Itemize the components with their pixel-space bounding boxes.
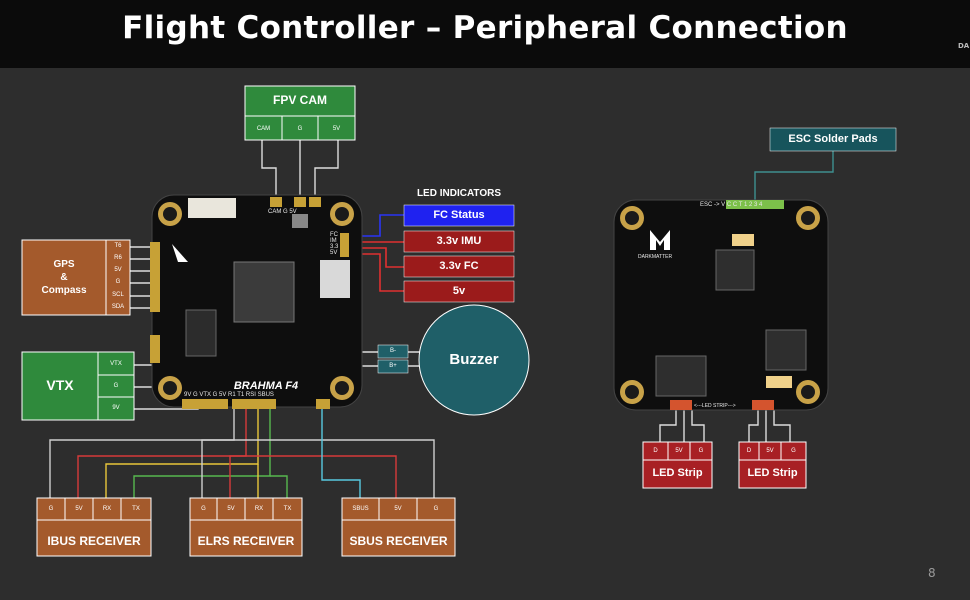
board-top-row: CAM G 5V	[268, 209, 297, 215]
buzzer-pin: B-	[390, 348, 396, 354]
elrs-receiver-label: ELRS RECEIVER	[197, 534, 295, 548]
fpv-cam-pin: 5V	[332, 126, 341, 132]
gps-pin: SDA	[111, 304, 125, 310]
elrs-pin: TX	[283, 506, 292, 512]
gps-label-line: Compass	[41, 285, 87, 296]
buzzer-pin: B+	[389, 363, 397, 369]
sbus-pin: SBUS	[352, 506, 369, 512]
fc-side-marking: 3.3	[330, 244, 339, 250]
vtx-pin: VTX	[110, 361, 122, 367]
elrs-pin: 5V	[227, 506, 235, 512]
vtx-pin: 9V	[112, 405, 120, 411]
esc-solder-pads-label: ESC Solder Pads	[788, 133, 878, 145]
gps-pin: R6	[114, 255, 122, 261]
led-indicators-heading: LED INDICATORS	[416, 188, 502, 199]
elrs-pin: G	[201, 506, 206, 512]
gps-pin: T6	[114, 243, 122, 249]
led-strip-marking: <---LED STRIP--->	[694, 403, 736, 409]
brand-marking: BRAHMA F4	[233, 380, 299, 392]
title-bar	[0, 0, 970, 68]
gps-pin: SCL	[112, 292, 124, 298]
sbus-receiver-label: SBUS RECEIVER	[349, 534, 448, 548]
led-indicator-fc-status: FC Status	[433, 209, 485, 221]
vtx-label: VTX	[46, 377, 74, 393]
corner-mark: DA	[958, 42, 970, 50]
cam-5v-wire	[314, 140, 339, 197]
led-strip-pin: 5V	[675, 448, 683, 454]
led-indicator-fc: 3.3v FC	[439, 260, 479, 272]
ibus-pin: G	[48, 506, 54, 512]
gps-wires	[130, 246, 152, 309]
ibus-pin: 5V	[75, 506, 83, 512]
buzzer-label: Buzzer	[449, 351, 499, 368]
led-strip-pin: G	[698, 448, 704, 454]
esc-row-marking: ESC -> V C C T 1 2 3 4	[700, 202, 763, 208]
connection-boxes	[21, 85, 897, 557]
gps-label-line: &	[60, 272, 68, 283]
ibus-receiver-label: IBUS RECEIVER	[47, 534, 141, 548]
fc-side-marking: IM	[330, 238, 337, 244]
page-title: Flight Controller – Peripheral Connectio…	[122, 10, 848, 46]
sbus-pin: G	[433, 506, 439, 512]
led-indicator-5v: 5v	[452, 285, 466, 297]
esc-board	[613, 199, 829, 411]
ibus-pin: RX	[102, 506, 112, 512]
gps-pin: 5V	[114, 267, 122, 273]
led-strip-pin: D	[653, 448, 658, 454]
board-bottom-row: 9V G VTX G 5V R1 T1 RSI SBUS	[184, 392, 274, 398]
led-strip-pin: G	[791, 448, 796, 454]
gps-label-line: GPS	[53, 259, 75, 270]
ibus-pin: TX	[132, 506, 140, 512]
led-indicator-imu: 3.3v IMU	[436, 235, 482, 247]
logo-text: DARKMATTER	[638, 254, 673, 260]
vtx-pin: G	[113, 383, 119, 389]
flight-controller-board	[150, 194, 363, 409]
fpv-cam-label: FPV CAM	[273, 93, 327, 107]
fpv-cam-pin: CAM	[256, 126, 271, 132]
fpv-cam-pin: G	[297, 126, 303, 132]
led-strip-label: LED Strip	[747, 467, 798, 479]
fc-side-marking: 5V	[330, 250, 338, 256]
gps-pin: G	[115, 279, 121, 285]
led-strip-pin: D	[746, 448, 752, 454]
led-strip-label: LED Strip	[652, 467, 703, 479]
cam-wire	[261, 140, 277, 197]
sbus-pin: 5V	[394, 506, 402, 512]
led-strip-pin: 5V	[766, 448, 774, 454]
page-number: 8	[928, 566, 936, 580]
fc-side-marking: FC	[330, 232, 338, 238]
wires	[49, 140, 834, 498]
elrs-pin: RX	[254, 506, 264, 512]
